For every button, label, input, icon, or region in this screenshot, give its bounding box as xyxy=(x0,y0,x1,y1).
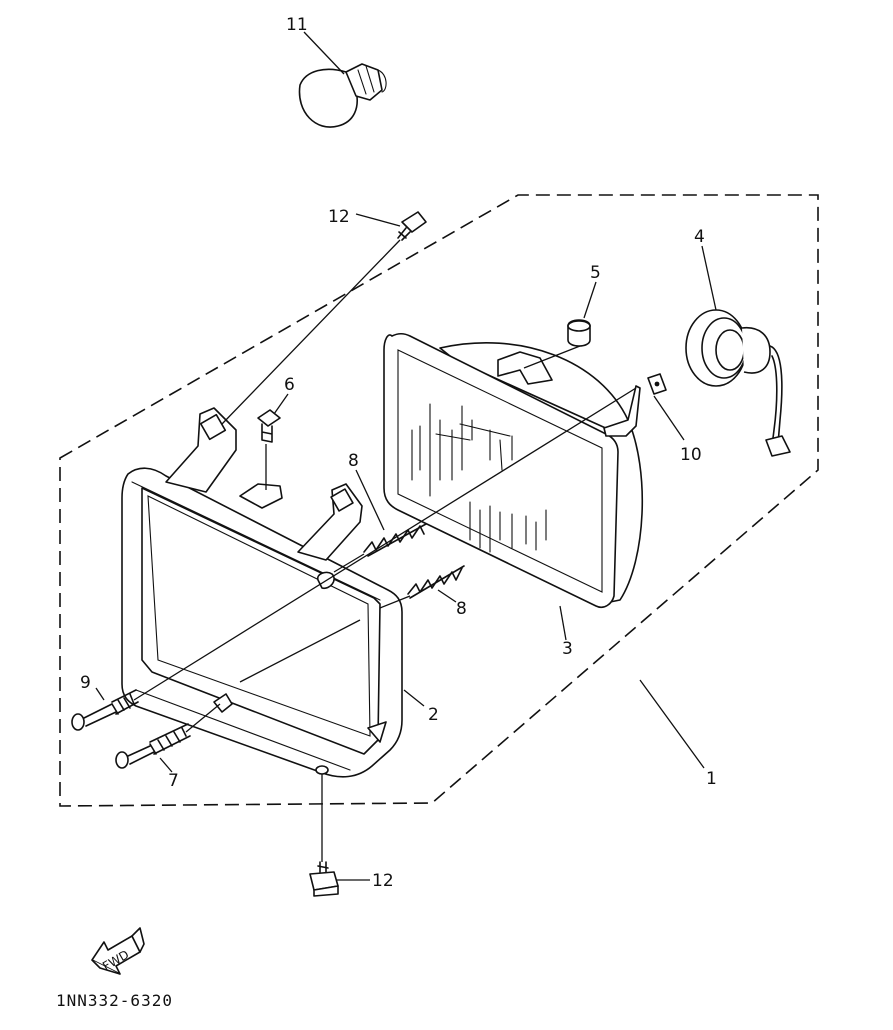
socket-cord-part xyxy=(685,309,791,457)
bulb-part xyxy=(298,63,387,128)
screw-top-part xyxy=(397,211,427,241)
callout-5: 5 xyxy=(590,263,601,283)
screw-seven-part xyxy=(115,723,191,769)
callout-11: 11 xyxy=(286,15,308,35)
clip-nut-part xyxy=(647,373,667,395)
callout-12-top: 12 xyxy=(328,207,350,227)
callout-1: 1 xyxy=(706,769,717,789)
callout-6: 6 xyxy=(284,375,295,395)
assembly-boundary xyxy=(59,194,819,807)
callout-4: 4 xyxy=(694,227,705,247)
drawing-code: 1NN332-6320 xyxy=(56,991,173,1010)
screw-six-part xyxy=(257,409,281,443)
callout-8-upper: 8 xyxy=(348,451,359,471)
spring-lower-part xyxy=(407,565,465,599)
fwd-arrow-icon: FWD xyxy=(91,927,145,975)
callout-12-bottom: 12 xyxy=(372,871,394,891)
callout-9: 9 xyxy=(80,673,91,693)
grommet-part xyxy=(567,319,591,347)
callout-8-lower: 8 xyxy=(456,599,467,619)
spring-upper-part xyxy=(363,523,427,557)
callout-3: 3 xyxy=(562,639,573,659)
screw-nine-part xyxy=(71,689,139,731)
screw-bottom-part xyxy=(309,861,339,897)
headlight-rim-part xyxy=(121,407,403,778)
callout-7: 7 xyxy=(168,771,179,791)
lamp-unit-part xyxy=(383,332,644,609)
callout-10: 10 xyxy=(680,445,702,465)
callout-2: 2 xyxy=(428,705,439,725)
leader-lines xyxy=(95,31,717,881)
